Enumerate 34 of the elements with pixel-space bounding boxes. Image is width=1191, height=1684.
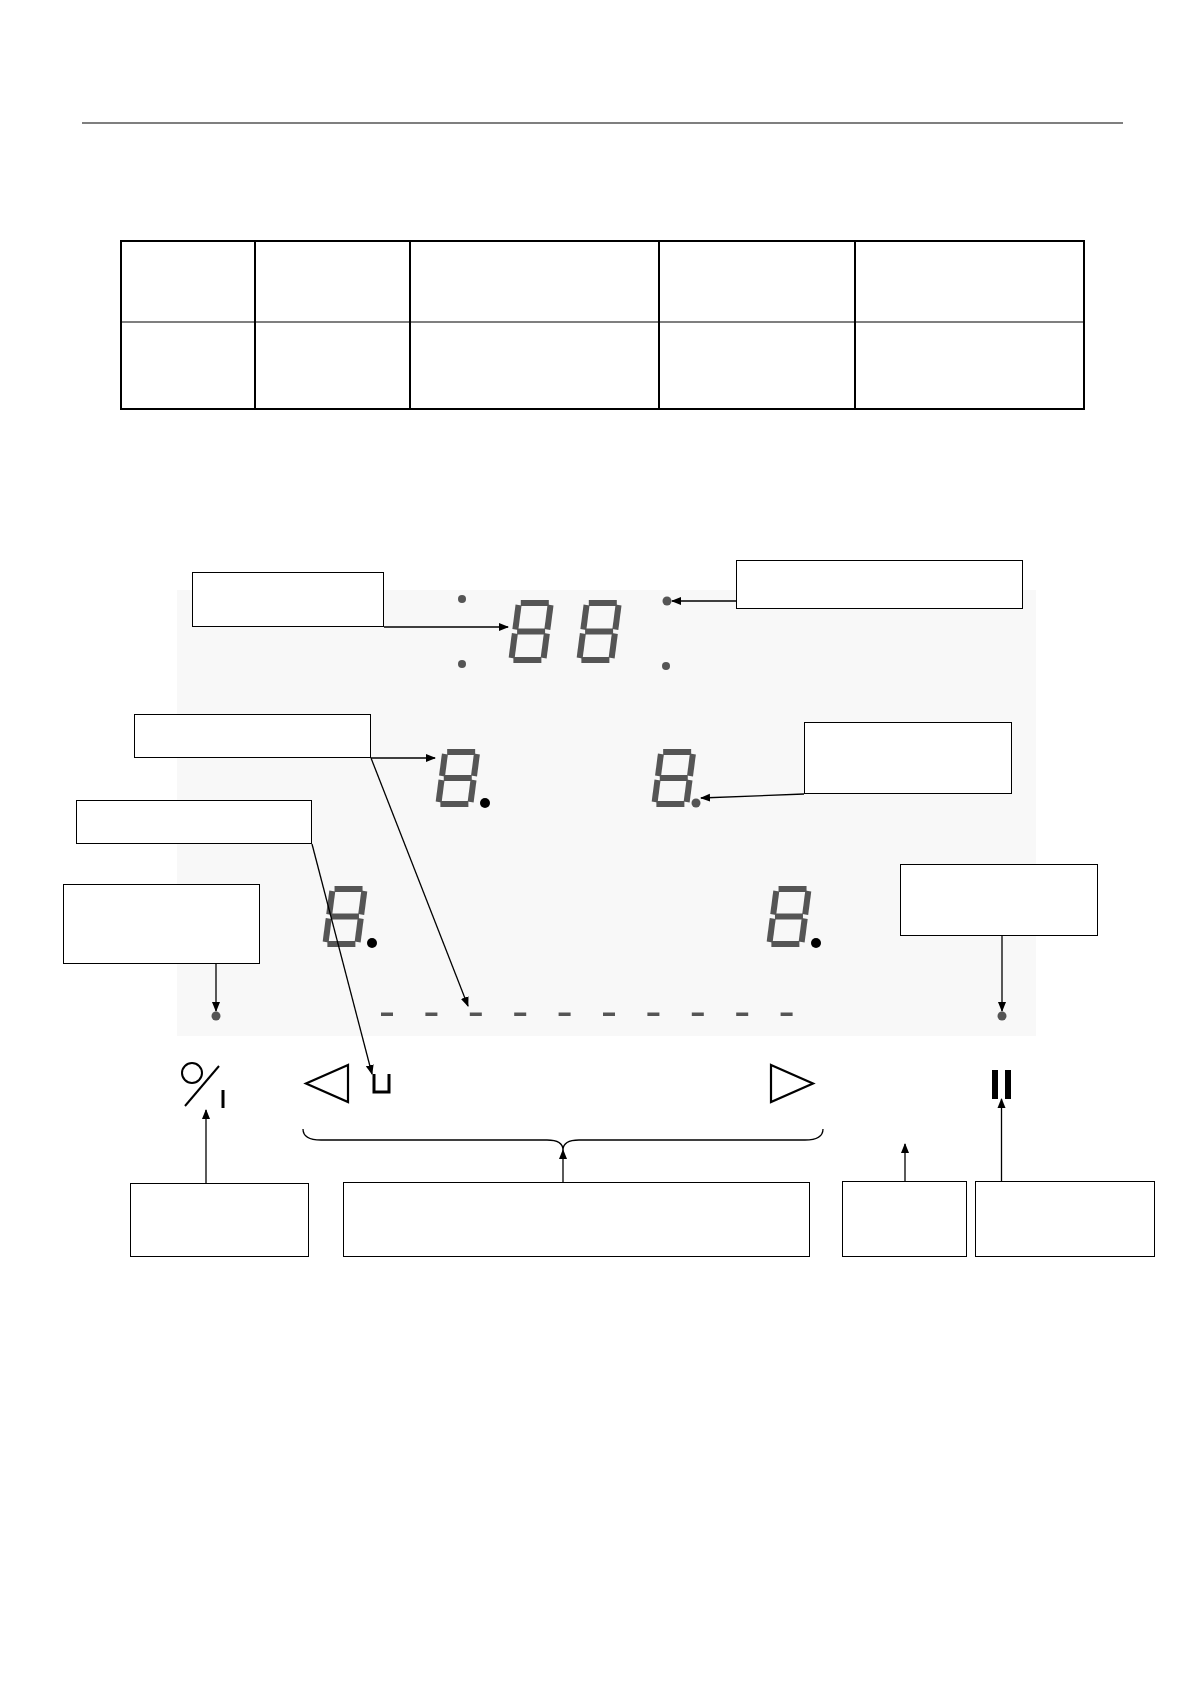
callout-box bbox=[192, 572, 384, 627]
callout-box bbox=[130, 1183, 309, 1257]
callout-box bbox=[900, 864, 1098, 936]
leader-arrow bbox=[370, 754, 436, 762]
seven-segment-display bbox=[435, 749, 491, 807]
callout-box bbox=[134, 714, 371, 758]
indicator-dot bbox=[691, 798, 701, 808]
leader-arrow bbox=[901, 1143, 909, 1182]
leader-arrow bbox=[212, 963, 220, 1012]
callout-box bbox=[975, 1181, 1155, 1257]
leader-arrow bbox=[202, 1109, 210, 1184]
callout-box bbox=[842, 1181, 967, 1257]
leader-arrow bbox=[559, 1149, 567, 1183]
leader-arrow bbox=[997, 1098, 1006, 1182]
callout-box bbox=[736, 560, 1023, 609]
leader-arrow bbox=[370, 757, 469, 1007]
left-triangle-icon bbox=[304, 1063, 350, 1104]
callout-box bbox=[76, 800, 312, 844]
indicator-dot bbox=[211, 1011, 221, 1021]
bracket-symbol-icon bbox=[372, 1074, 391, 1094]
leader-arrow bbox=[311, 843, 374, 1075]
seven-segment-display bbox=[508, 600, 620, 663]
callout-box bbox=[63, 884, 260, 964]
indicator-dot bbox=[997, 1011, 1007, 1021]
right-triangle-icon bbox=[769, 1063, 815, 1104]
indicator-dot bbox=[662, 596, 672, 606]
leader-arrow bbox=[671, 597, 737, 605]
callout-box bbox=[343, 1182, 810, 1257]
brace bbox=[303, 1128, 823, 1150]
leader-arrow bbox=[700, 793, 805, 802]
pause-icon bbox=[992, 1070, 1011, 1099]
leader-arrow bbox=[998, 935, 1006, 1012]
callout-box bbox=[804, 722, 1012, 794]
leader-arrow bbox=[383, 623, 509, 631]
